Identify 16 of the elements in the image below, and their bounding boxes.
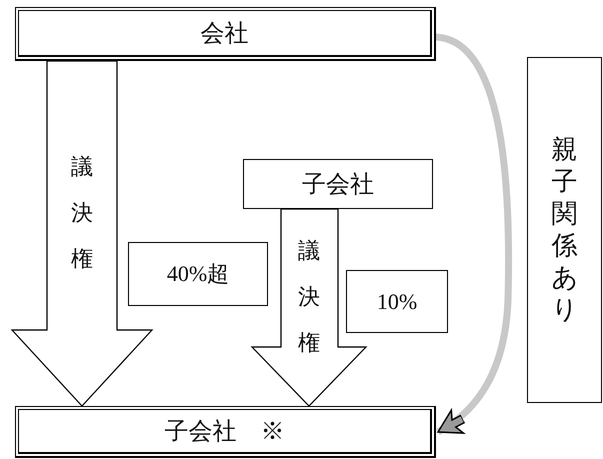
block-arrow xyxy=(10,60,154,407)
box-label: 10% xyxy=(376,288,418,314)
text-box xyxy=(128,242,268,306)
company-box xyxy=(15,406,436,458)
box-label: 親子関係あり xyxy=(552,134,578,326)
box-label: 40%超 xyxy=(166,260,230,288)
edge-label: 議決権 xyxy=(298,237,320,358)
box-label: 子会社 ※ xyxy=(164,418,284,447)
text-box xyxy=(346,270,448,333)
box-label: 子会社 xyxy=(302,171,374,200)
block-arrow xyxy=(250,208,368,407)
company-box xyxy=(15,7,436,61)
text-box xyxy=(527,57,602,403)
text-box xyxy=(243,159,433,209)
box-label: 会社 xyxy=(200,20,248,49)
edge-label: 議決権 xyxy=(71,153,93,274)
